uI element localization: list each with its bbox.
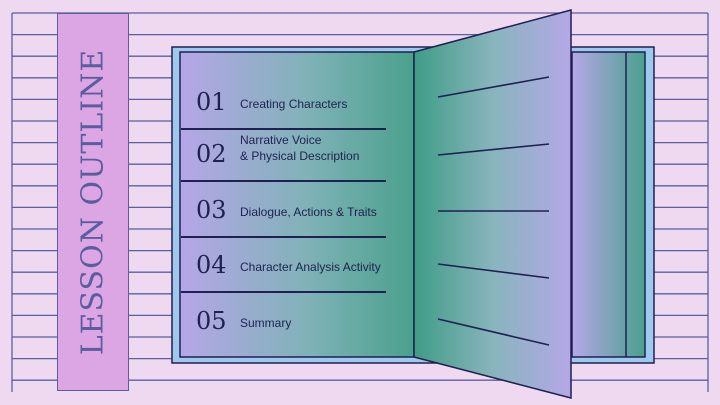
item-label: Summary — [240, 315, 291, 331]
book-left-page — [179, 51, 415, 358]
book-turning-page — [413, 9, 572, 399]
page-line — [437, 143, 550, 156]
item-label-line: Narrative Voice — [240, 133, 322, 147]
outline-item-02: 02 Narrative Voice & Physical Descriptio… — [181, 126, 392, 182]
item-number: 01 — [196, 88, 227, 116]
item-number: 02 — [196, 140, 227, 168]
item-label-line: Dialogue, Actions & Traits — [240, 205, 377, 219]
item-label: Character Analysis Activity — [240, 259, 381, 275]
page-line — [437, 318, 550, 346]
item-number: 03 — [196, 196, 227, 224]
item-label: Creating Characters — [240, 96, 347, 112]
page-line — [437, 76, 550, 98]
item-divider — [181, 236, 386, 238]
item-number: 04 — [196, 251, 227, 279]
item-number: 05 — [196, 307, 227, 335]
title-banner: LESSON OUTLINE — [57, 13, 129, 391]
outline-item-04: 04 Character Analysis Activity — [181, 238, 392, 293]
outline-item-01: 01 Creating Characters — [181, 70, 392, 130]
item-label: Narrative Voice & Physical Description — [240, 132, 359, 164]
item-divider — [181, 128, 386, 130]
item-label-line: Summary — [240, 316, 292, 330]
slide-title: LESSON OUTLINE — [75, 48, 111, 356]
item-label-line: Creating Characters — [240, 97, 348, 111]
item-divider — [181, 291, 386, 293]
item-divider — [181, 180, 386, 182]
outline-item-03: 03 Dialogue, Actions & Traits — [181, 182, 392, 238]
item-label-line: Character Analysis Activity — [240, 260, 381, 274]
item-label-line: & Physical Description — [240, 149, 360, 163]
page-line — [437, 263, 550, 279]
item-label: Dialogue, Actions & Traits — [240, 204, 377, 220]
book-right-page — [571, 51, 646, 358]
outline-item-05: 05 Summary — [196, 294, 392, 337]
